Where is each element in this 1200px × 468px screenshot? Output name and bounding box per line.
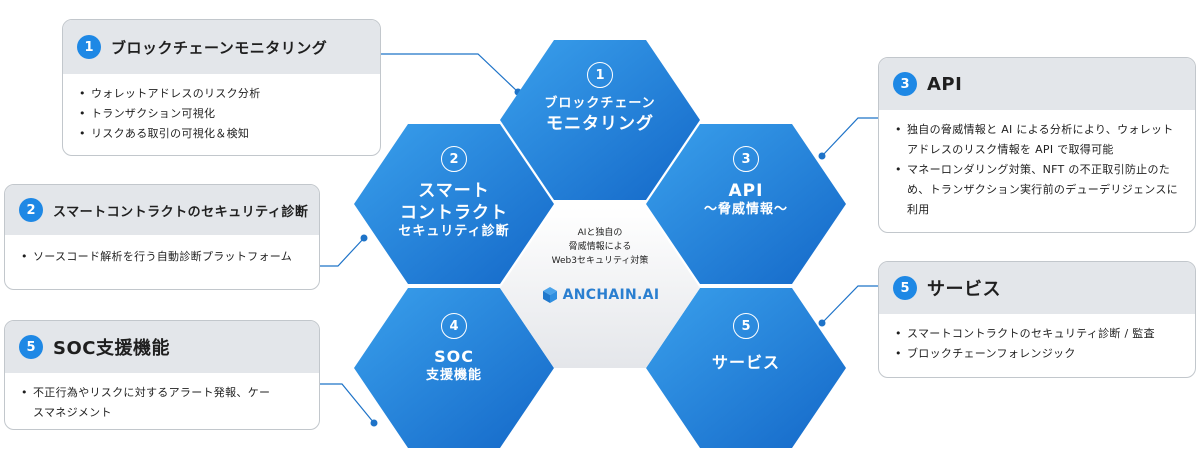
card-item: ウォレットアドレスのリスク分析 — [79, 84, 366, 104]
connector-service — [821, 285, 878, 324]
card-number-badge: 5 — [19, 335, 43, 359]
hex-number-badge: 3 — [733, 146, 759, 172]
hex-label-soc: 4 SOC 支援機能 — [364, 313, 544, 385]
hex-title-line: ブロックチェーン — [544, 96, 656, 111]
card-item-list: ソースコード解析を行う自動診断プラットフォーム — [5, 235, 319, 267]
center-tagline: AIと独自の 脅威情報による Web3セキュリティ対策 — [540, 226, 660, 268]
card-item-list: 不正行為やリスクに対するアラート発報、ケースマネジメント — [5, 373, 319, 423]
hex-title-line: セキュリティ診断 — [398, 224, 510, 240]
card-title: API — [927, 73, 963, 95]
card-number-badge: 2 — [19, 198, 43, 222]
card-item: スマートコントラクトのセキュリティ診断 / 監査 — [895, 324, 1181, 344]
card-item: トランザクション可視化 — [79, 104, 366, 124]
hexagon-monitoring — [500, 40, 700, 200]
center-tagline-line: AIと独自の — [577, 228, 623, 238]
card-number-badge: 3 — [893, 72, 917, 96]
card-header: 5 サービス — [879, 262, 1195, 314]
connector-dot-service — [818, 319, 826, 327]
center-tagline-line: 脅威情報による — [568, 242, 632, 252]
connector-contract — [320, 237, 365, 267]
card-item: マネーロンダリング対策、NFT の不正取引防止のため、トランザクション実行前のデ… — [895, 160, 1181, 220]
card-item-list: 独自の脅威情報と AI による分析により、ウォレットアドレスのリスク情報を AP… — [879, 110, 1195, 220]
hex-number-badge: 5 — [733, 313, 759, 339]
hex-number-badge: 1 — [587, 62, 613, 88]
hex-title-line: サービス — [711, 353, 780, 372]
hexagon-api — [646, 124, 846, 284]
hex-label-service: 5 サービス — [656, 313, 836, 374]
hex-title-line: スマート — [418, 181, 490, 201]
cube-logo-icon — [542, 287, 557, 303]
anchain-logo: ANCHAIN.AI — [532, 286, 668, 304]
hex-label-monitoring: 1 ブロックチェーン モニタリング — [510, 62, 690, 135]
hex-title-line: API — [728, 181, 764, 201]
card-item: ソースコード解析を行う自動診断プラットフォーム — [21, 247, 305, 267]
hex-title-line: 〜脅威情報〜 — [703, 202, 788, 218]
center-tagline-line: Web3セキュリティ対策 — [551, 256, 649, 266]
card-header: 2 スマートコントラクトのセキュリティ診断 — [5, 185, 319, 235]
card-header: 5 SOC支援機能 — [5, 321, 319, 373]
card-item: 不正行為やリスクに対するアラート発報、ケースマネジメント — [21, 383, 279, 423]
connector-dot-soc — [370, 419, 378, 427]
hex-title-line: 支援機能 — [425, 367, 482, 383]
card-item: ブロックチェーンフォレンジック — [895, 344, 1181, 364]
hex-title-line: モニタリング — [546, 113, 654, 134]
connector-dot-api — [818, 152, 826, 160]
connector-dot-contract — [360, 234, 368, 242]
connector-api — [821, 117, 878, 157]
hex-label-api: 3 API 〜脅威情報〜 — [656, 146, 836, 219]
card-contract: 2 スマートコントラクトのセキュリティ診断 ソースコード解析を行う自動診断プラッ… — [4, 184, 320, 290]
card-monitoring: 1 ブロックチェーンモニタリング ウォレットアドレスのリスク分析 トランザクショ… — [62, 19, 381, 156]
hex-title-line: コントラクト — [400, 203, 508, 224]
card-api: 3 API 独自の脅威情報と AI による分析により、ウォレットアドレスのリスク… — [878, 57, 1196, 233]
brand-name: ANCHAIN.AI — [562, 287, 660, 303]
card-title: サービス — [927, 279, 1001, 300]
hex-number-badge: 2 — [441, 146, 467, 172]
hexagon-soc — [354, 288, 554, 448]
hex-title-line: SOC — [434, 347, 474, 366]
card-item-list: ウォレットアドレスのリスク分析 トランザクション可視化 リスクある取引の可視化＆… — [63, 74, 380, 144]
card-number-badge: 1 — [77, 35, 101, 59]
card-service: 5 サービス スマートコントラクトのセキュリティ診断 / 監査 ブロックチェーン… — [878, 261, 1196, 378]
card-header: 3 API — [879, 58, 1195, 110]
hexagon-service — [646, 288, 846, 448]
card-title: スマートコントラクトのセキュリティ診断 — [53, 204, 309, 220]
card-title: SOC支援機能 — [53, 338, 170, 359]
connector-soc — [320, 383, 375, 424]
card-item-list: スマートコントラクトのセキュリティ診断 / 監査 ブロックチェーンフォレンジック — [879, 314, 1195, 364]
hexagon-contract — [354, 124, 554, 284]
card-number-badge: 5 — [893, 276, 917, 300]
hex-label-contract: 2 スマート コントラクト セキュリティ診断 — [364, 146, 544, 241]
card-soc: 5 SOC支援機能 不正行為やリスクに対するアラート発報、ケースマネジメント — [4, 320, 320, 430]
hexagon-center — [500, 208, 700, 368]
card-item: リスクある取引の可視化＆検知 — [79, 124, 366, 144]
card-item: 独自の脅威情報と AI による分析により、ウォレットアドレスのリスク情報を AP… — [895, 120, 1181, 160]
connector-monitoring — [381, 53, 519, 93]
card-title: ブロックチェーンモニタリング — [111, 38, 328, 57]
hex-number-badge: 4 — [441, 313, 467, 339]
card-header: 1 ブロックチェーンモニタリング — [63, 20, 380, 74]
